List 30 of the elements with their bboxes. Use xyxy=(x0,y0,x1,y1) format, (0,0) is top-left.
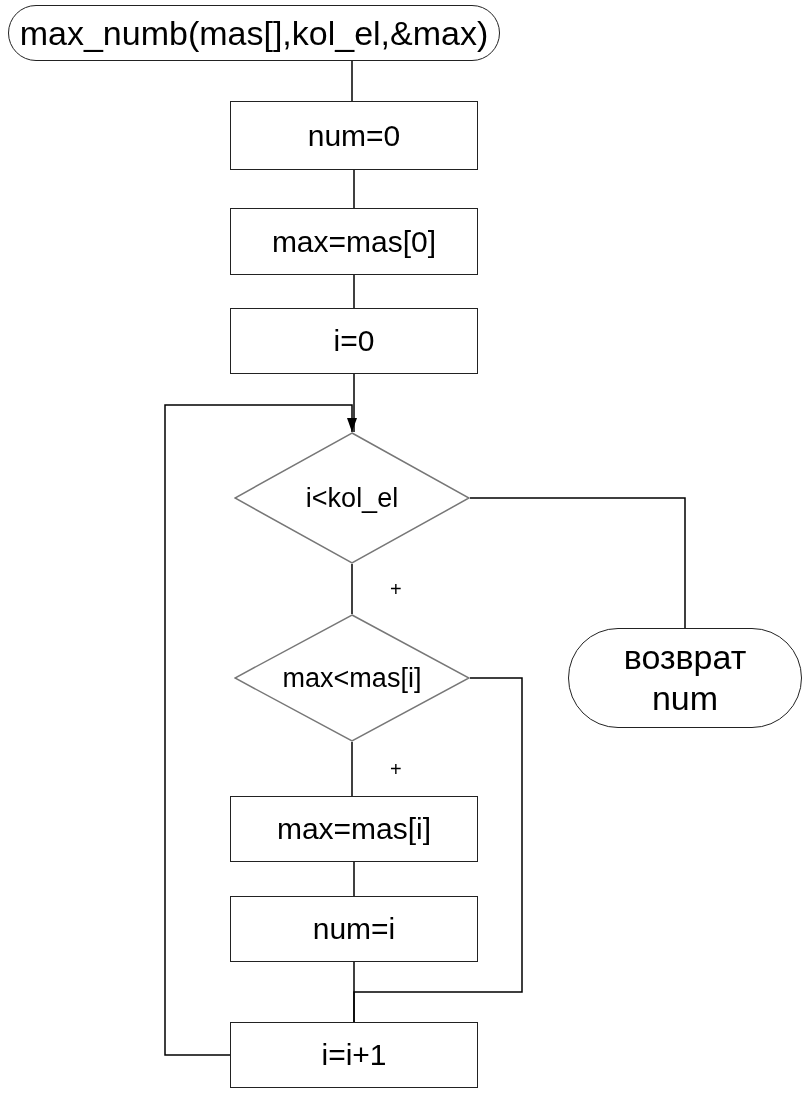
process-box xyxy=(230,308,478,374)
node-text: i=i+1 xyxy=(321,1037,387,1073)
decision-diamond xyxy=(234,614,470,742)
node-text: num=0 xyxy=(307,117,401,154)
connector-line xyxy=(469,497,686,629)
node-text: возврат num xyxy=(622,637,748,719)
connector-line xyxy=(353,861,355,897)
node-text: max=mas[0] xyxy=(271,223,437,260)
terminal-box xyxy=(8,5,500,61)
connector-line xyxy=(353,274,355,309)
arrow xyxy=(164,404,357,1056)
process-box xyxy=(230,896,478,962)
process-box xyxy=(230,101,478,170)
connector-line xyxy=(351,563,353,615)
node-text: max_numb(mas[],kol_el,&max) xyxy=(19,12,489,54)
connector-line xyxy=(353,677,523,1023)
process-box xyxy=(230,1022,478,1088)
connector-line xyxy=(351,741,353,797)
process-box xyxy=(230,208,478,275)
terminal-box xyxy=(568,628,802,728)
node-text: max=mas[i] xyxy=(276,811,432,847)
connector-line xyxy=(353,373,355,433)
node-text: num=i xyxy=(312,911,396,947)
node-text: i<kol_el xyxy=(305,481,399,515)
decision-diamond xyxy=(234,432,470,564)
connector-line xyxy=(351,60,353,102)
connector-line xyxy=(353,169,355,209)
node-text: i=0 xyxy=(333,323,375,359)
process-box xyxy=(230,796,478,862)
node-text: max<mas[i] xyxy=(282,661,422,695)
